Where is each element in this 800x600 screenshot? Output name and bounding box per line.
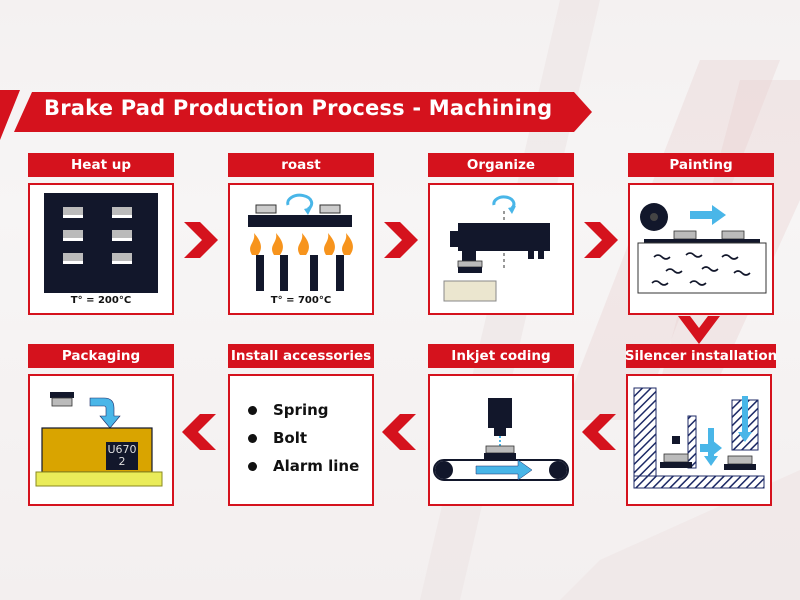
step-label: Silencer installation xyxy=(625,344,777,368)
step-packaging: Packaging U670 2 xyxy=(28,344,174,506)
brake-pad-icon xyxy=(63,207,132,264)
list-item: Alarm line xyxy=(248,452,359,480)
silencer-illustration xyxy=(633,387,765,489)
step-box: U670 2 xyxy=(28,374,174,506)
step-box: Spring Bolt Alarm line xyxy=(228,374,374,506)
list-item: Bolt xyxy=(248,424,359,452)
bullet-icon xyxy=(248,405,257,415)
product-code-line1: U670 xyxy=(107,443,137,456)
step-painting: Painting xyxy=(628,153,774,315)
page-title: Brake Pad Production Process - Machining xyxy=(44,96,553,120)
step-box xyxy=(626,374,772,506)
inkjet-illustration xyxy=(433,398,569,481)
step-label: Inkjet coding xyxy=(428,344,574,368)
step-label: Organize xyxy=(428,153,574,177)
product-label-box xyxy=(106,442,138,470)
chevron-right-icon xyxy=(584,222,618,258)
step-box: T° = 200°C xyxy=(28,183,174,315)
product-code-line2: 2 xyxy=(118,455,126,468)
step-label: Painting xyxy=(628,153,774,177)
temperature-label: T° = 700°C xyxy=(270,295,332,306)
organize-illustration xyxy=(443,195,550,302)
flame-icon xyxy=(250,233,353,255)
step-box xyxy=(628,183,774,315)
step-label: Install accessories xyxy=(228,344,374,368)
step-box: T° = 700°C xyxy=(228,183,374,315)
step-heat-up: Heat up T° = 200°C xyxy=(28,153,174,315)
step-label: Heat up xyxy=(28,153,174,177)
liquid-icon xyxy=(651,252,751,286)
accessories-list: Spring Bolt Alarm line xyxy=(248,396,359,480)
step-organize: Organize xyxy=(428,153,574,315)
chevron-down-icon xyxy=(678,316,720,344)
oven-illustration xyxy=(44,193,158,293)
step-box xyxy=(428,183,574,315)
step-label: roast xyxy=(228,153,374,177)
step-box xyxy=(428,374,574,506)
title-banner xyxy=(14,92,592,132)
step-silencer-installation: Silencer installation xyxy=(625,344,777,506)
step-label: Packaging xyxy=(28,344,174,368)
packaging-illustration xyxy=(35,392,163,487)
bullet-icon xyxy=(248,433,257,443)
roast-illustration xyxy=(248,193,353,291)
list-item: Spring xyxy=(248,396,359,424)
step-inkjet-coding: Inkjet coding xyxy=(428,344,574,506)
chevron-left-icon xyxy=(382,414,416,450)
step-install-accessories: Install accessories Spring Bolt Alarm li… xyxy=(228,344,374,506)
painting-illustration xyxy=(637,203,767,294)
temperature-label: T° = 200°C xyxy=(70,295,132,306)
chevron-left-icon xyxy=(582,414,616,450)
bullet-icon xyxy=(248,461,257,471)
chevron-right-icon xyxy=(384,222,418,258)
step-roast: roast T° = 700°C xyxy=(228,153,374,315)
chevron-right-icon xyxy=(184,222,218,258)
chevron-left-icon xyxy=(182,414,216,450)
